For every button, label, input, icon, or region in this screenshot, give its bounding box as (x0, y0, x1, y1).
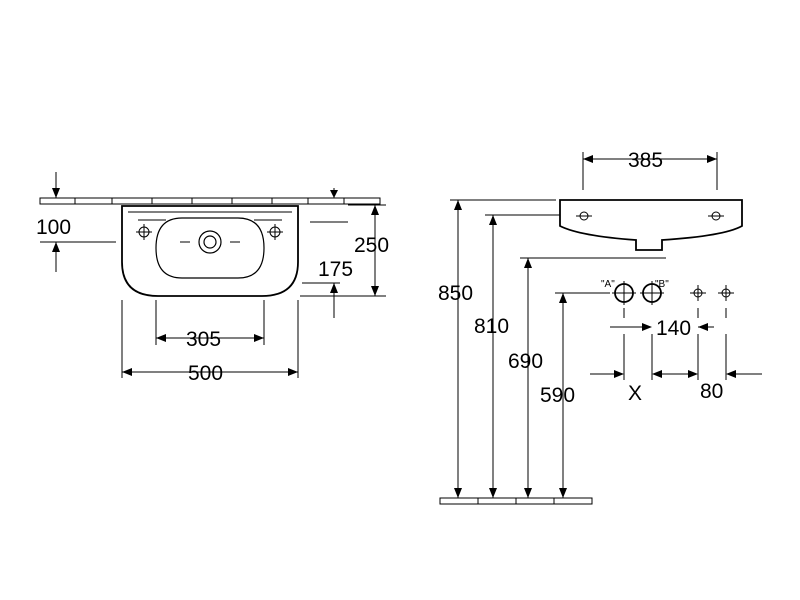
front-view: 385 850 810 (438, 149, 762, 505)
dimension-label: 850 (438, 282, 473, 305)
basin-bowl (155, 217, 265, 279)
dimension-590: 590 (540, 292, 610, 498)
dimension-label: 100 (36, 216, 71, 239)
basin-outline (121, 205, 299, 297)
dimension-385: 385 (582, 149, 718, 190)
tap-hole-icon (136, 224, 152, 240)
tap-icon (718, 285, 734, 301)
tap-hole-icon (267, 224, 283, 240)
top-view: 100 250 175 305 (36, 172, 389, 385)
dimension-label: 175 (318, 258, 353, 281)
dimension-label: 500 (188, 362, 223, 385)
dimension-x: X (590, 334, 688, 405)
dimension-label: 590 (540, 384, 575, 407)
tap-icon (690, 285, 706, 301)
dimension-305: 305 (155, 300, 265, 351)
label-b: "B" (655, 279, 669, 290)
dimension-label: 80 (700, 380, 723, 403)
pipe-connection-icon: "B" (640, 279, 669, 305)
dimension-label: 690 (508, 350, 543, 373)
dimension-140: 140 (610, 308, 727, 340)
dimension-label: 250 (354, 234, 389, 257)
dimension-label: X (628, 382, 642, 405)
dimension-label: 140 (656, 317, 691, 340)
dimension-100: 100 (36, 172, 116, 272)
dimension-850: 850 (438, 199, 556, 498)
floor (439, 497, 593, 505)
dimension-label: 385 (628, 149, 663, 172)
dimension-label: 305 (186, 328, 221, 351)
drain-icon (198, 230, 222, 254)
dimension-810: 810 (474, 214, 560, 498)
dimension-250: 250 (300, 204, 389, 297)
wall-top-view (39, 197, 381, 205)
basin-front (559, 199, 743, 251)
dimension-500: 500 (121, 300, 299, 385)
dimension-690: 690 (508, 257, 666, 498)
dimension-label: 810 (474, 315, 509, 338)
dimension-80: 80 (688, 334, 762, 403)
label-a: "A" (601, 279, 615, 290)
dimension-175: 175 (302, 188, 353, 318)
pipe-connection-icon: "A" (601, 279, 636, 305)
